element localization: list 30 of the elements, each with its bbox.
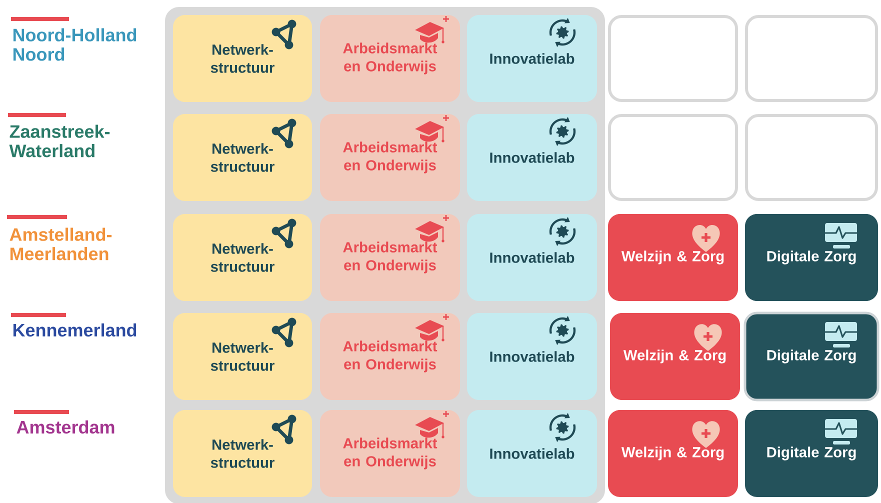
tile: Welzijn & Zorg	[610, 313, 740, 400]
tile: Innovatielab	[467, 114, 597, 201]
tile: Arbeidsmarkt en Onderwijs	[320, 410, 460, 497]
region-label: Zaanstreek- Waterland	[9, 124, 110, 158]
empty-tile	[745, 15, 878, 102]
tile: Innovatielab	[467, 214, 597, 301]
tile: Innovatielab	[467, 410, 597, 497]
region-label: Noord-Holland Noord	[13, 28, 136, 61]
tile: Digitale Zorg	[744, 312, 880, 402]
tile: Digitale Zorg	[745, 214, 878, 301]
tile: Welzijn & Zorg	[608, 410, 738, 497]
tile: Innovatielab	[467, 15, 597, 102]
tile: Arbeidsmarkt en Onderwijs	[320, 15, 460, 102]
region-label: Amstelland- Meerlanden	[10, 228, 112, 260]
tile: Welzijn & Zorg	[608, 214, 738, 301]
tile: Innovatielab	[467, 313, 597, 400]
empty-tile	[608, 114, 738, 201]
tile: Netwerk- structuur	[173, 15, 312, 102]
tile: Netwerk- structuur	[173, 410, 312, 497]
region-label: Amsterdam	[16, 420, 114, 434]
tile: Arbeidsmarkt en Onderwijs	[320, 114, 460, 201]
region-label: Kennemerland	[13, 323, 136, 337]
tile: Digitale Zorg	[745, 410, 878, 497]
tile: Netwerk- structuur	[173, 214, 312, 301]
tile: Arbeidsmarkt en Onderwijs	[320, 313, 460, 400]
tile: Netwerk- structuur	[173, 114, 312, 201]
tile: Arbeidsmarkt en Onderwijs	[320, 214, 460, 301]
empty-tile	[745, 114, 878, 201]
tile: Netwerk- structuur	[173, 313, 312, 400]
empty-tile	[608, 15, 738, 102]
